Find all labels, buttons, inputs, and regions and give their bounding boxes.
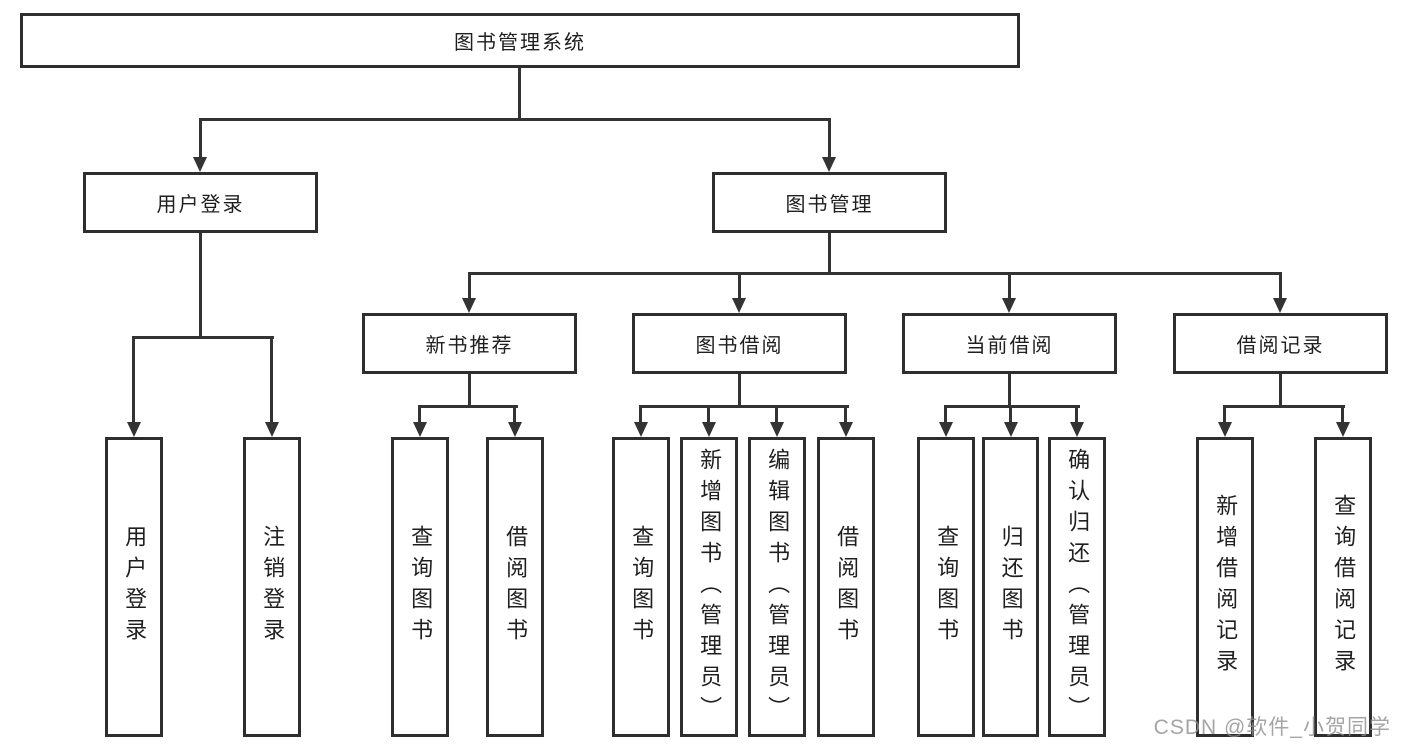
connector-bookborrow-vertical — [738, 374, 741, 405]
arrowhead-down-bb-edit — [770, 422, 784, 437]
arrowhead-down-bb-add — [702, 422, 716, 437]
arrowhead-down-br-add — [1218, 422, 1232, 437]
connector-stem-bb-add — [707, 405, 710, 423]
connector-stem-bb-query — [639, 405, 642, 423]
connector-newbookrec-vertical — [468, 374, 471, 405]
connector-stem-book-borrow — [738, 272, 741, 300]
node-book-borrow-label: 图书借阅 — [695, 335, 784, 357]
connector-stem-rec-query — [418, 405, 421, 423]
connector-userlogin-vertical — [199, 233, 202, 336]
csdn-watermark: CSDN @软件_小贺同学 — [1153, 716, 1391, 739]
arrowhead-down-borrow-records — [1273, 298, 1287, 313]
node-new-book-rec-label: 新书推荐 — [425, 335, 514, 357]
arrowhead-down-cb-confirm — [1070, 422, 1084, 437]
node-borrow-records: 借阅记录 — [1173, 313, 1388, 374]
connector-stem-br-query — [1341, 405, 1344, 423]
arrowhead-down-br-query — [1336, 422, 1350, 437]
node-leaf-br-query-record: 查询借阅记录 — [1314, 437, 1372, 737]
node-leaf-bb-borrow-books: 借阅图书 — [817, 437, 875, 737]
arrowhead-down-new-book-rec — [462, 298, 476, 313]
node-leaf-rec-borrow-books-label: 借阅图书 — [503, 525, 529, 649]
connector-root-vertical — [518, 68, 521, 118]
node-leaf-bb-edit-books-label: 编辑图书（管理员） — [765, 447, 791, 727]
node-user-login-group-label: 用户登录 — [156, 194, 245, 216]
arrowhead-down-user-login — [193, 157, 207, 172]
connector-stem-user-login — [199, 118, 202, 158]
node-current-borrow-label: 当前借阅 — [965, 335, 1054, 357]
connector-stem-new-book-rec — [468, 272, 471, 300]
node-leaf-br-add-record-label: 新增借阅记录 — [1213, 494, 1239, 680]
node-library-system: 图书管理系统 — [20, 13, 1020, 68]
connector-stem-leaf-logout — [270, 336, 273, 422]
node-book-borrow: 图书借阅 — [632, 313, 847, 374]
arrowhead-down-current-borrow — [1002, 298, 1016, 313]
connector-borrowrecords-horizontal — [1223, 405, 1345, 408]
node-book-mgmt-group-label: 图书管理 — [785, 194, 874, 216]
node-leaf-cb-confirm-return: 确认归还（管理员） — [1048, 437, 1106, 737]
arrowhead-down-bb-borrow — [839, 422, 853, 437]
connector-stem-cb-query — [944, 405, 947, 423]
connector-bookmgmt-vertical — [828, 233, 831, 272]
node-leaf-rec-query-books: 查询图书 — [391, 437, 449, 737]
connector-stem-borrow-records — [1279, 272, 1282, 300]
node-leaf-user-login: 用户登录 — [105, 437, 163, 737]
arrowhead-down-book-mgmt — [822, 157, 836, 172]
node-leaf-bb-borrow-books-label: 借阅图书 — [834, 525, 860, 649]
connector-currentborrow-vertical — [1008, 374, 1011, 405]
node-leaf-user-login-label: 用户登录 — [122, 525, 148, 649]
node-user-login-group: 用户登录 — [83, 172, 318, 233]
connector-stem-book-mgmt — [828, 118, 831, 158]
arrowhead-down-rec-borrow — [508, 422, 522, 437]
node-leaf-cb-confirm-return-label: 确认归还（管理员） — [1065, 447, 1091, 727]
connector-borrowrecords-vertical — [1279, 374, 1282, 405]
connector-stem-cb-confirm — [1075, 405, 1078, 423]
connector-stem-rec-borrow — [513, 405, 516, 423]
connector-newbookrec-horizontal — [418, 405, 518, 408]
connector-stem-bb-edit — [775, 405, 778, 423]
arrowhead-down-book-borrow — [732, 298, 746, 313]
connector-bookmgmt-horizontal — [468, 272, 1282, 275]
arrowhead-down-leaf-logout — [265, 422, 279, 437]
node-leaf-logout-label: 注销登录 — [260, 525, 286, 649]
node-borrow-records-label: 借阅记录 — [1236, 335, 1325, 357]
node-leaf-logout: 注销登录 — [243, 437, 301, 737]
connector-bookborrow-horizontal — [639, 405, 849, 408]
connector-stem-current-borrow — [1008, 272, 1011, 300]
node-book-mgmt-group: 图书管理 — [712, 172, 947, 233]
arrowhead-down-rec-query — [413, 422, 427, 437]
arrowhead-down-bb-query — [634, 422, 648, 437]
connector-stem-cb-return — [1009, 405, 1012, 423]
node-leaf-bb-edit-books: 编辑图书（管理员） — [748, 437, 806, 737]
node-leaf-br-query-record-label: 查询借阅记录 — [1331, 494, 1357, 680]
connector-currentborrow-horizontal — [944, 405, 1080, 408]
node-current-borrow: 当前借阅 — [902, 313, 1117, 374]
node-leaf-bb-query-books-label: 查询图书 — [629, 525, 655, 649]
node-leaf-cb-query-books-label: 查询图书 — [934, 525, 960, 649]
connector-root-horizontal — [199, 118, 831, 121]
node-library-system-label: 图书管理系统 — [454, 32, 586, 54]
node-leaf-bb-add-books-label: 新增图书（管理员） — [697, 447, 723, 727]
connector-stem-bb-borrow — [844, 405, 847, 423]
node-leaf-br-add-record: 新增借阅记录 — [1196, 437, 1254, 737]
connector-stem-br-add — [1223, 405, 1226, 423]
arrowhead-down-cb-query — [939, 422, 953, 437]
node-new-book-rec: 新书推荐 — [362, 313, 577, 374]
node-leaf-bb-add-books: 新增图书（管理员） — [680, 437, 738, 737]
arrowhead-down-leaf-user-login — [127, 422, 141, 437]
node-leaf-cb-query-books: 查询图书 — [917, 437, 975, 737]
node-leaf-rec-query-books-label: 查询图书 — [408, 525, 434, 649]
node-leaf-rec-borrow-books: 借阅图书 — [486, 437, 544, 737]
arrowhead-down-cb-return — [1004, 422, 1018, 437]
node-leaf-bb-query-books: 查询图书 — [612, 437, 670, 737]
connector-stem-leaf-user-login — [132, 336, 135, 422]
node-leaf-cb-return-books-label: 归还图书 — [998, 525, 1024, 649]
node-leaf-cb-return-books: 归还图书 — [982, 437, 1039, 737]
connector-userlogin-horizontal — [132, 336, 274, 339]
